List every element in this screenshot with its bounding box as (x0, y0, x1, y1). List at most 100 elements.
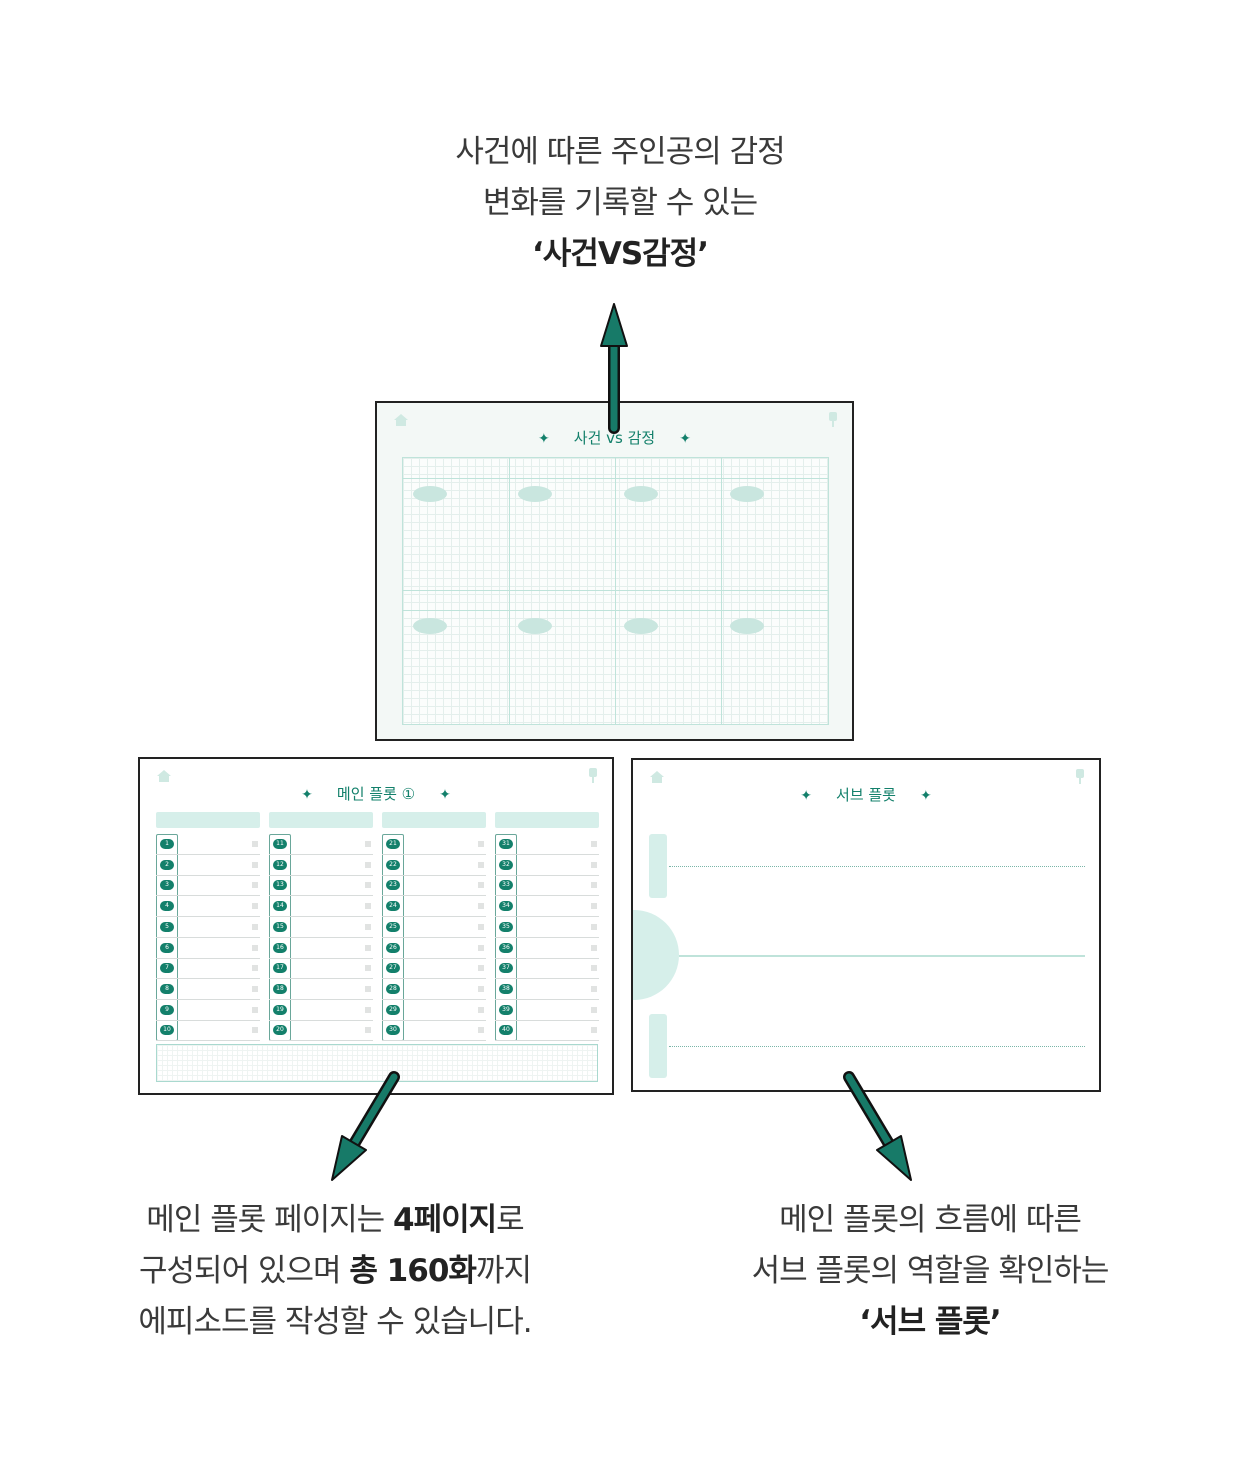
episode-row[interactable]: 7 (156, 958, 260, 980)
episode-row[interactable]: 2 (156, 855, 260, 876)
checkbox-square[interactable] (478, 861, 484, 868)
episode-row[interactable]: 9 (156, 1000, 260, 1021)
checkbox-square[interactable] (252, 903, 258, 910)
episode-row[interactable]: 38 (495, 979, 599, 1000)
caption-line: 구성되어 있으며 총 160화까지 (139, 1253, 532, 1289)
checkbox-square[interactable] (478, 841, 484, 847)
sparkle-icon: ✦ (301, 787, 313, 803)
checkbox-square[interactable] (365, 882, 371, 889)
episode-row[interactable]: 29 (382, 1000, 486, 1021)
episode-row[interactable]: 20 (269, 1020, 373, 1042)
checkbox-square[interactable] (365, 1027, 371, 1034)
checkbox-square[interactable] (591, 841, 597, 847)
checkbox-square[interactable] (591, 882, 597, 889)
checkbox-square[interactable] (252, 965, 258, 972)
checkbox-square[interactable] (591, 965, 597, 972)
checkbox-square[interactable] (478, 882, 484, 889)
episode-row[interactable]: 16 (269, 938, 373, 959)
episode-row[interactable]: 21 (382, 834, 486, 855)
episode-row[interactable]: 10 (156, 1020, 260, 1042)
episode-row[interactable]: 37 (495, 958, 599, 980)
episode-number-badge: 37 (499, 963, 513, 974)
checkbox-square[interactable] (478, 923, 484, 930)
checkbox-square[interactable] (591, 903, 597, 910)
checkbox-square[interactable] (478, 944, 484, 951)
episode-row[interactable]: 17 (269, 958, 373, 980)
episode-row[interactable]: 15 (269, 917, 373, 938)
episode-row[interactable]: 12 (269, 855, 373, 876)
checkbox-square[interactable] (591, 861, 597, 868)
checkbox-square[interactable] (478, 965, 484, 972)
sparkle-icon: ✦ (439, 787, 451, 803)
checkbox-square[interactable] (365, 903, 371, 910)
episode-row[interactable]: 26 (382, 938, 486, 959)
episode-row[interactable]: 31 (495, 834, 599, 855)
episode-row[interactable]: 4 (156, 896, 260, 918)
checkbox-square[interactable] (252, 861, 258, 868)
arrow-up-icon (600, 303, 628, 434)
episode-row[interactable]: 8 (156, 979, 260, 1000)
checkbox-square[interactable] (252, 882, 258, 889)
checkbox-square[interactable] (591, 944, 597, 951)
checkbox-square[interactable] (252, 944, 258, 951)
episode-row[interactable]: 18 (269, 979, 373, 1000)
checkbox-square[interactable] (252, 1027, 258, 1034)
checkbox-square[interactable] (591, 1006, 597, 1013)
episode-row[interactable]: 1 (156, 834, 260, 855)
episode-row[interactable]: 3 (156, 875, 260, 897)
event-emotion-grid (402, 457, 829, 725)
checkbox-square[interactable] (591, 985, 597, 992)
episode-number-badge: 4 (160, 901, 174, 912)
checkbox-square[interactable] (591, 923, 597, 930)
episode-number-badge: 33 (499, 880, 513, 891)
episode-row[interactable]: 39 (495, 1000, 599, 1021)
episode-row[interactable]: 35 (495, 917, 599, 938)
episode-row[interactable]: 14 (269, 896, 373, 918)
subplot-tab (649, 1014, 667, 1078)
checkbox-square[interactable] (252, 985, 258, 992)
episode-row[interactable]: 36 (495, 938, 599, 959)
episode-number-badge: 17 (273, 963, 287, 974)
checkbox-square[interactable] (591, 1027, 597, 1034)
sparkle-icon: ✦ (679, 431, 691, 447)
episode-number-badge: 34 (499, 901, 513, 912)
episode-row[interactable]: 27 (382, 958, 486, 980)
checkbox-square[interactable] (478, 1027, 484, 1034)
episode-row[interactable]: 24 (382, 896, 486, 918)
checkbox-square[interactable] (365, 944, 371, 951)
episode-row[interactable]: 33 (495, 875, 599, 897)
emotion-marker (730, 486, 764, 502)
episode-row[interactable]: 13 (269, 875, 373, 897)
checkbox-square[interactable] (365, 965, 371, 972)
checkbox-square[interactable] (252, 923, 258, 930)
episode-row[interactable]: 30 (382, 1020, 486, 1042)
checkbox-square[interactable] (365, 861, 371, 868)
caption-event-vs-emotion: 사건에 따른 주인공의 감정 변화를 기록할 수 있는 ‘사건VS감정’ (370, 127, 870, 280)
episode-number-badge: 3 (160, 880, 174, 891)
checkbox-square[interactable] (478, 985, 484, 992)
episode-row[interactable]: 6 (156, 938, 260, 959)
episode-number-badge: 22 (386, 859, 400, 870)
episode-row[interactable]: 11 (269, 834, 373, 855)
checkbox-square[interactable] (478, 1006, 484, 1013)
checkbox-square[interactable] (252, 841, 258, 847)
episode-row[interactable]: 25 (382, 917, 486, 938)
episode-number-badge: 21 (386, 839, 400, 849)
checkbox-square[interactable] (365, 1006, 371, 1013)
episode-row[interactable]: 5 (156, 917, 260, 938)
episode-row[interactable]: 22 (382, 855, 486, 876)
episode-number-badge: 28 (386, 983, 400, 994)
episode-row[interactable]: 34 (495, 896, 599, 918)
checkbox-square[interactable] (365, 841, 371, 847)
checkbox-square[interactable] (365, 985, 371, 992)
episode-row[interactable]: 19 (269, 1000, 373, 1021)
episode-row[interactable]: 28 (382, 979, 486, 1000)
checkbox-square[interactable] (365, 923, 371, 930)
episode-row[interactable]: 32 (495, 855, 599, 876)
checkbox-square[interactable] (478, 903, 484, 910)
checkbox-square[interactable] (252, 1006, 258, 1013)
episode-row[interactable]: 23 (382, 875, 486, 897)
episode-row[interactable]: 40 (495, 1020, 599, 1042)
episode-number-badge: 31 (499, 839, 513, 849)
